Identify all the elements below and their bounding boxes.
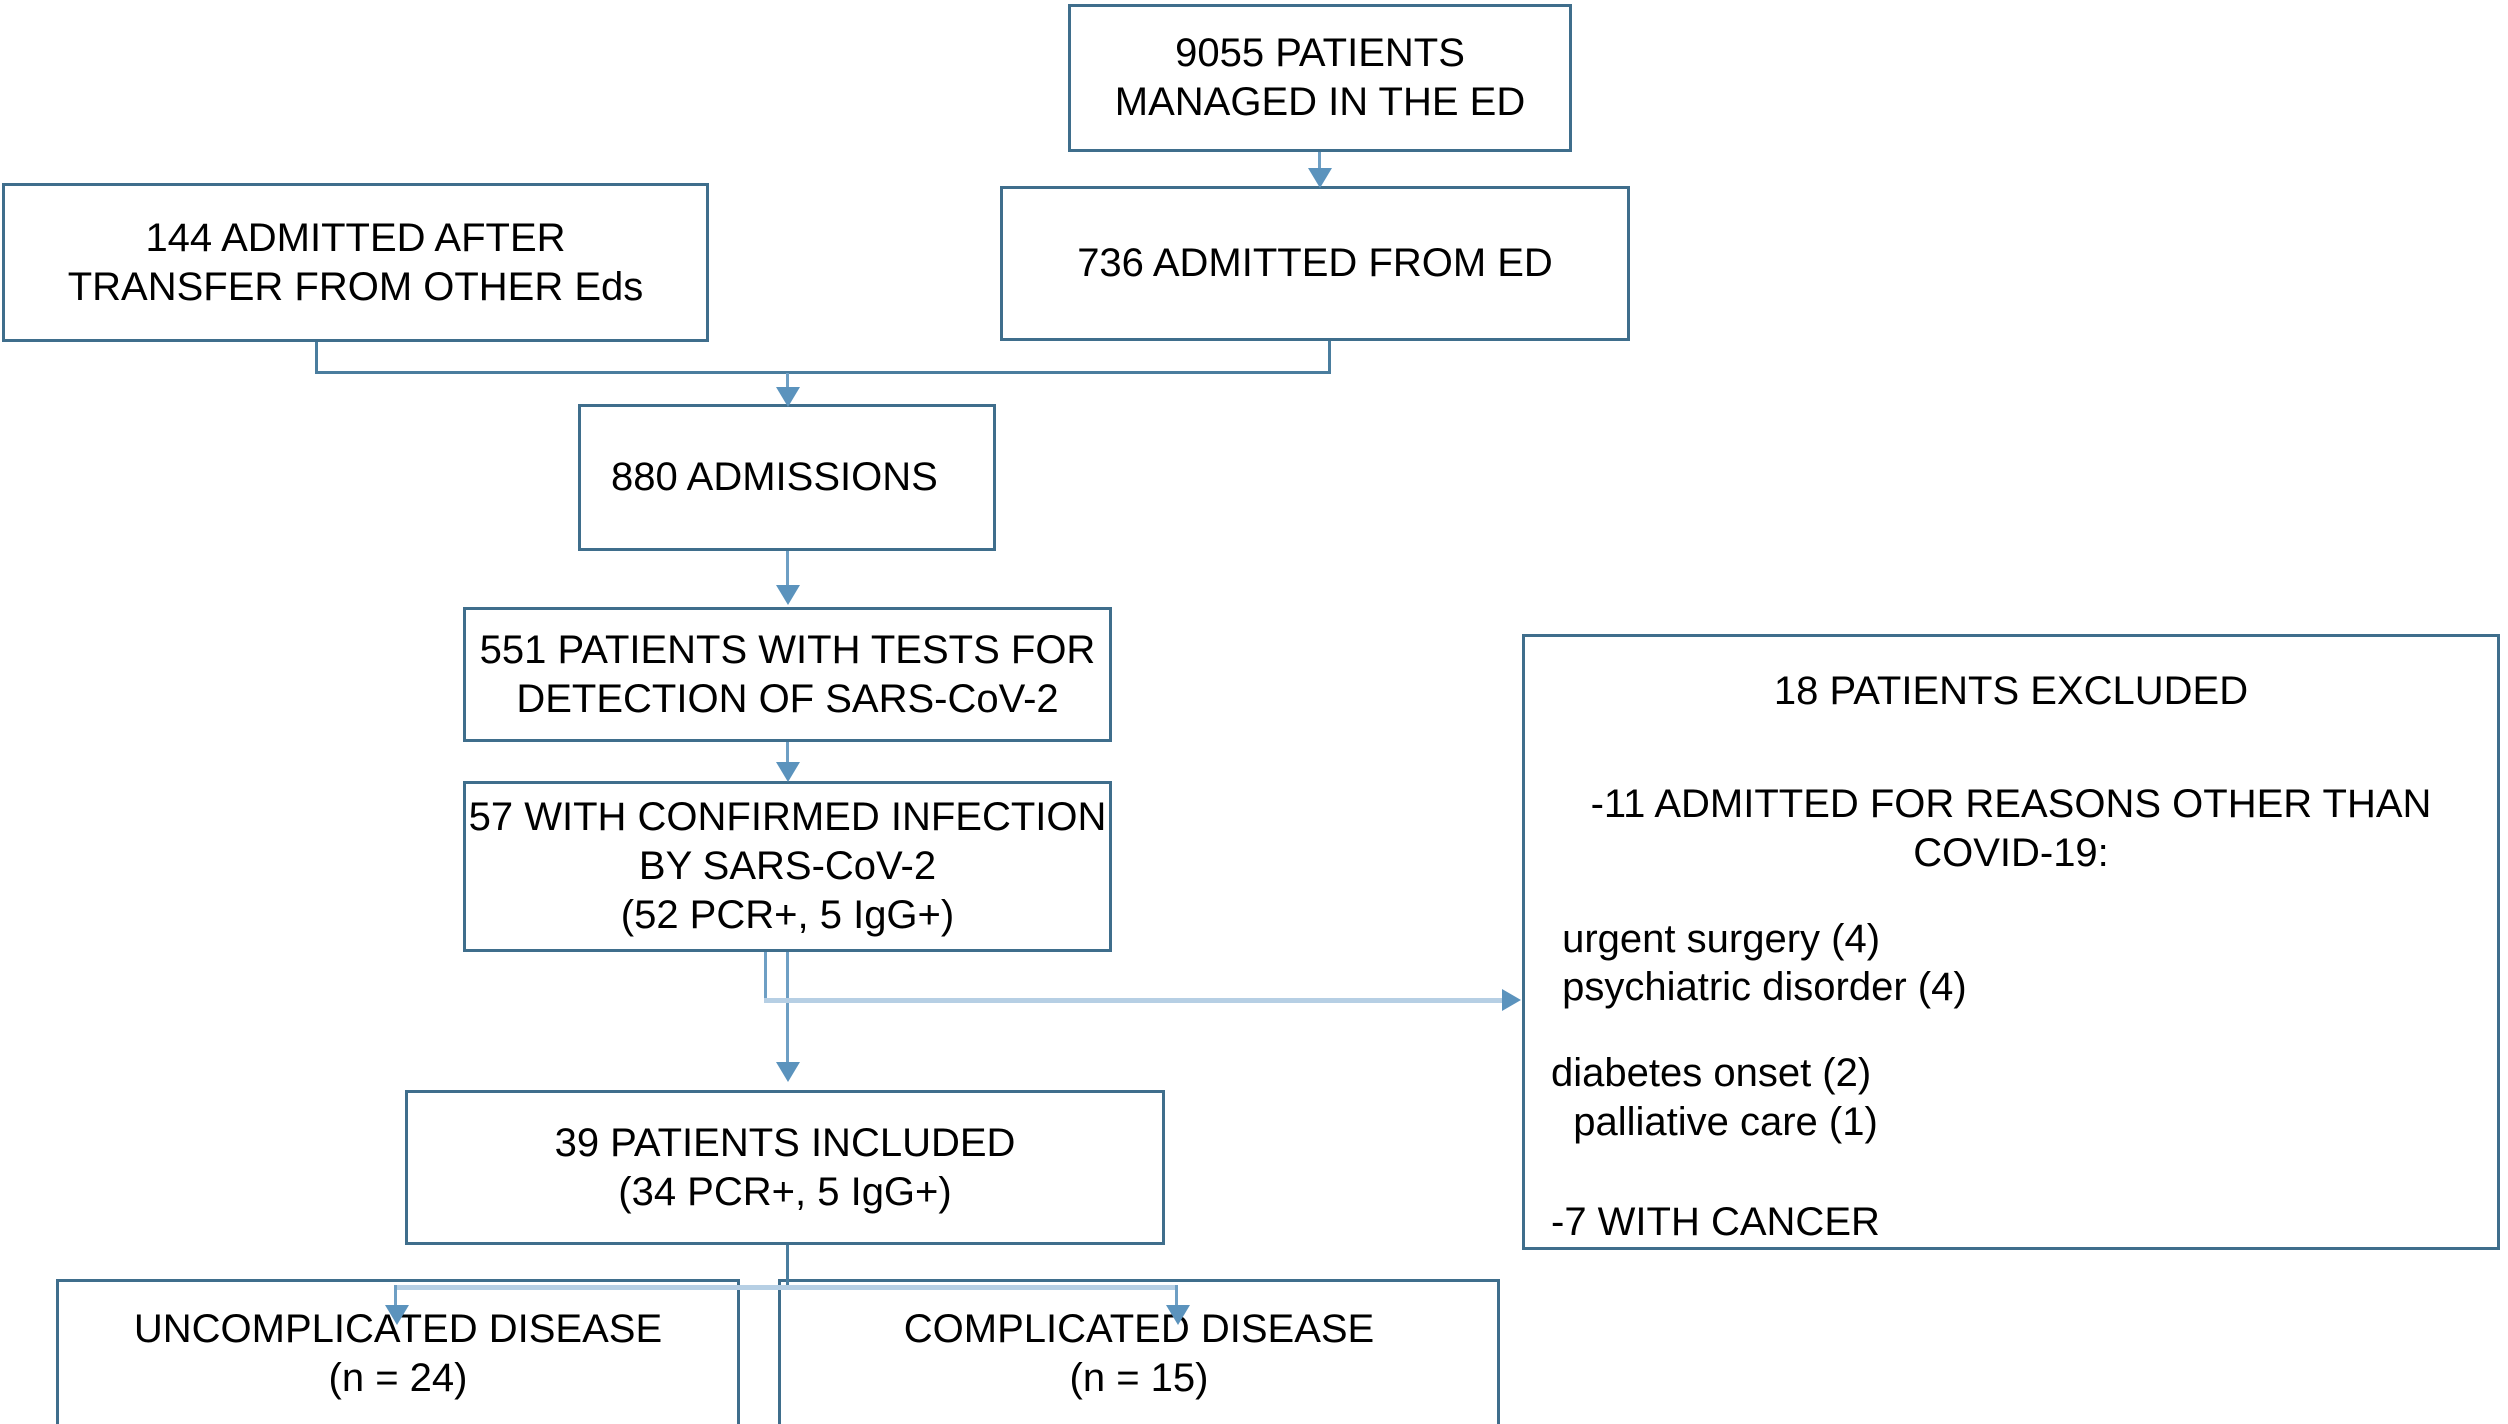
node-admissions-line-1: 880 ADMISSIONS: [611, 455, 938, 500]
connector-confirmed-to-included: [786, 952, 789, 1070]
node-patients-with-tests: 551 PATIENTS WITH TESTS FOR DETECTION OF…: [463, 607, 1112, 742]
node-complicated-line-1: COMPLICATED DISEASE: [903, 1307, 1375, 1352]
node-admitted-from-ed: 736 ADMITTED FROM ED: [1000, 186, 1630, 341]
node-tests-line-1: 551 PATIENTS WITH TESTS FOR: [479, 627, 1096, 672]
connector-tests-to-confirmed: [786, 742, 789, 766]
excluded-item-diabetes-onset: diabetes onset (2): [1551, 1051, 1872, 1096]
connector-excluded-branch-horizontal: [764, 998, 1504, 1003]
node-ed-managed-line-1: 9055 PATIENTS: [1175, 31, 1465, 76]
connector-included-split-stem: [786, 1245, 789, 1287]
connector-split-left-leg: [394, 1285, 397, 1315]
excluded-spacer-4: [1551, 1147, 2471, 1199]
connector-admissions-to-tests: [786, 551, 789, 589]
connector-excluded-branch-arrowhead: [1502, 989, 1521, 1011]
excluded-item-psychiatric-disorder: psychiatric disorder (4): [1551, 965, 1967, 1010]
node-confirmed-line-1: 57 WITH CONFIRMED INFECTION: [468, 795, 1107, 840]
connector-ed-to-admitted-stem: [1318, 152, 1321, 172]
excluded-heading-line-1: -11 ADMITTED FOR REASONS OTHER THAN: [1590, 782, 2432, 827]
node-uncomplicated-line-2: (n = 24): [328, 1356, 468, 1400]
excluded-spacer-2: [1551, 878, 2471, 915]
node-admitted-ed-line-1: 736 ADMITTED FROM ED: [1077, 241, 1553, 286]
node-ed-managed-line-2: MANAGED IN THE ED: [1114, 80, 1526, 124]
excluded-title: 18 PATIENTS EXCLUDED: [1773, 669, 2249, 713]
node-transfer-line-1: 144 ADMITTED AFTER: [145, 215, 566, 260]
node-complicated-line-2: (n = 15): [1069, 1356, 1209, 1400]
node-complicated-disease: COMPLICATED DISEASE (n = 15): [778, 1279, 1500, 1424]
excluded-item-urgent-surgery: urgent surgery (4): [1551, 916, 1881, 961]
node-included-line-2: (34 PCR+, 5 IgG+): [618, 1169, 952, 1214]
node-patients-excluded: 18 PATIENTS EXCLUDED -11 ADMITTED FOR RE…: [1522, 634, 2500, 1250]
connector-split-right-arrowhead: [1166, 1305, 1190, 1325]
node-confirmed-line-3: (52 PCR+, 5 IgG+): [620, 892, 955, 937]
connector-split-right-leg: [1175, 1285, 1178, 1315]
connector-admitted-ed-down: [1328, 341, 1331, 374]
node-ed-managed: 9055 PATIENTS MANAGED IN THE ED: [1068, 4, 1572, 152]
excluded-item-palliative-care: palliative care (1): [1551, 1099, 1878, 1144]
node-included-line-1: 39 PATIENTS INCLUDED: [554, 1120, 1016, 1165]
connector-included-split-bar: [395, 1285, 1178, 1290]
excluded-heading-line-2: COVID-19:: [1913, 831, 2109, 876]
connector-merge-to-admissions: [786, 373, 789, 393]
node-confirmed-line-2: BY SARS-CoV-2: [638, 844, 937, 889]
node-transfer-from-other-eds: 144 ADMITTED AFTER TRANSFER FROM OTHER E…: [2, 183, 709, 342]
connector-ed-to-admitted-arrowhead: [1308, 168, 1332, 188]
connector-tests-to-confirmed-arrowhead: [776, 762, 800, 782]
connector-merge-bar: [315, 371, 1331, 374]
node-transfer-line-2: TRANSFER FROM OTHER Eds: [67, 264, 644, 309]
node-uncomplicated-disease: UNCOMPLICATED DISEASE (n = 24): [56, 1279, 740, 1424]
connector-admissions-to-tests-arrowhead: [776, 585, 800, 605]
connector-transfer-down: [315, 342, 318, 374]
connector-merge-to-admissions-arrowhead: [776, 387, 800, 407]
node-admissions: 880 ADMISSIONS: [578, 404, 996, 551]
node-patients-included: 39 PATIENTS INCLUDED (34 PCR+, 5 IgG+): [405, 1090, 1165, 1245]
node-uncomplicated-line-1: UNCOMPLICATED DISEASE: [133, 1307, 663, 1352]
connector-split-left-arrowhead: [385, 1305, 409, 1325]
excluded-spacer-3: [1551, 1012, 2471, 1049]
connector-excluded-branch-stem: [764, 952, 767, 1002]
excluded-footer-with-cancer: -7 WITH CANCER: [1551, 1200, 1880, 1245]
node-confirmed-infection: 57 WITH CONFIRMED INFECTION BY SARS-CoV-…: [463, 781, 1112, 952]
connector-confirmed-to-included-arrowhead: [776, 1062, 800, 1082]
excluded-spacer-1: [1551, 716, 2471, 780]
node-tests-line-2: DETECTION OF SARS-CoV-2: [516, 676, 1059, 721]
